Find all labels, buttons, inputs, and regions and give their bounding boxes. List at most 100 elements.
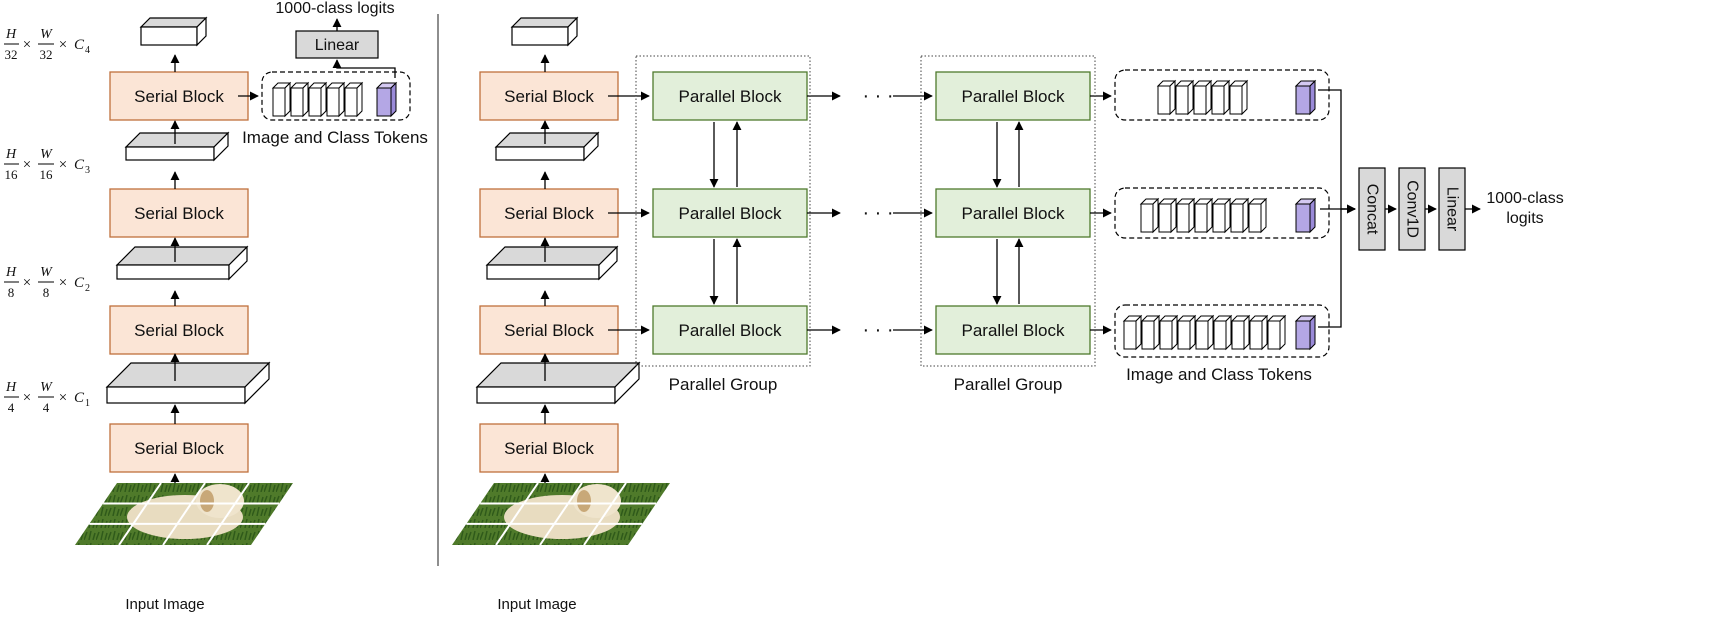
right-token-group-top-image-token-front xyxy=(1193,85,1207,115)
right-token-group-mid-image-token-side xyxy=(1242,197,1249,234)
left-token-group-image-token-front xyxy=(308,87,322,117)
left-serial-block-2 xyxy=(109,305,249,355)
parallel-block-g2-mid-label: Parallel Block xyxy=(962,204,1065,223)
parallel-group-1-label: Parallel Group xyxy=(669,375,778,394)
right-token-group-mid-image-token-front xyxy=(1194,203,1208,233)
right-token-group-mid-image-token-side xyxy=(1152,197,1159,234)
left-feature-map-1-side xyxy=(244,361,270,405)
left-serial-block-1-label: Serial Block xyxy=(134,439,224,458)
right-token-group-top-image-token-front xyxy=(1175,85,1189,115)
parallel-block-g1-top-label: Parallel Block xyxy=(679,87,782,106)
right-token-group-bot-image-token-side xyxy=(1189,314,1196,351)
left-token-group-image-token-front xyxy=(272,87,286,117)
right-input-image-dog-ear xyxy=(577,490,591,512)
right-token-group-top-image-token-side xyxy=(1205,79,1212,116)
right-token-group-mid-image-token-front xyxy=(1158,203,1172,233)
left-linear-box xyxy=(295,30,379,59)
parallel-group-2-box xyxy=(920,55,1096,367)
arrow-top-class-to-concat xyxy=(1318,89,1356,214)
right-feature-map-4-side xyxy=(567,16,578,47)
dim-w-num: W xyxy=(40,147,53,162)
left-input-image-label: Input Image xyxy=(125,596,204,613)
linear-head-box xyxy=(1438,167,1466,251)
dim-w-den: 8 xyxy=(43,285,50,300)
right-serial-block-1-label: Serial Block xyxy=(504,439,594,458)
dim-h-num: H xyxy=(5,380,17,395)
parallel-block-g1-bot xyxy=(652,305,808,355)
parallel-block-g2-top xyxy=(935,71,1091,121)
dim-times-2: × xyxy=(59,390,67,406)
parallel-block-g1-bot-label: Parallel Block xyxy=(679,321,782,340)
dim-times-1: × xyxy=(23,390,31,406)
right-token-group-bot-image-token-side xyxy=(1261,314,1268,351)
left-serial-block-4-label: Serial Block xyxy=(134,87,224,106)
right-feature-map-3-side xyxy=(583,131,599,162)
right-token-group-top-image-token-front xyxy=(1211,85,1225,115)
conv1d-label: Conv1D xyxy=(1404,180,1421,238)
right-token-group-bot-image-token-side xyxy=(1171,314,1178,351)
right-token-group-bot-box xyxy=(1114,304,1330,358)
right-token-group-bot-image-token-side xyxy=(1207,314,1214,351)
right-feature-map-1-front xyxy=(476,386,616,404)
right-input-image-grid-v xyxy=(539,482,583,546)
right-serial-block-3-label: Serial Block xyxy=(504,204,594,223)
linear-head-label: Linear xyxy=(1444,187,1461,232)
dim-h-den: 16 xyxy=(5,167,19,182)
left-token-group-box xyxy=(261,71,411,121)
left-token-group-class-token-front xyxy=(376,87,392,117)
right-token-group-mid-image-token-side xyxy=(1170,197,1177,234)
dim-times-2: × xyxy=(59,37,67,53)
left-token-group-image-token-front xyxy=(326,87,340,117)
right-feature-map-4-top xyxy=(510,17,579,28)
parallel-block-g1-top xyxy=(652,71,808,121)
right-token-group-bot-class-token-front xyxy=(1295,320,1311,350)
right-token-group-bot-image-token-front xyxy=(1249,320,1263,350)
parallel-block-g2-bot-label: Parallel Block xyxy=(962,321,1065,340)
left-input-image-dog-ear xyxy=(200,490,214,512)
left-token-group-image-token-side xyxy=(320,81,327,118)
parallel-block-g2-top-label: Parallel Block xyxy=(962,87,1065,106)
right-token-group-bot-image-token-front xyxy=(1231,320,1245,350)
right-token-group-mid-image-token-front xyxy=(1212,203,1226,233)
left-token-group-image-token-side xyxy=(338,81,345,118)
right-token-group-bot-image-token-side xyxy=(1135,314,1142,351)
left-serial-block-3-label: Serial Block xyxy=(134,204,224,223)
dim-c: C xyxy=(74,157,85,173)
dim-times-1: × xyxy=(23,37,31,53)
right-feature-map-2-side xyxy=(598,245,618,281)
right-token-group-mid-image-token-front xyxy=(1230,203,1244,233)
right-token-group-mid-image-token-front xyxy=(1140,203,1154,233)
dim-c-sub: 2 xyxy=(85,283,90,294)
parallel-group-1-box xyxy=(635,55,811,367)
right-feature-map-3-top xyxy=(494,132,600,148)
right-serial-block-2-label: Serial Block xyxy=(504,321,594,340)
right-input-image-label: Input Image xyxy=(497,596,576,613)
dim-w-num: W xyxy=(40,27,53,42)
dim-c-sub: 4 xyxy=(85,45,90,56)
right-token-group-mid-image-token-side xyxy=(1260,197,1267,234)
right-token-group-top-box xyxy=(1114,69,1330,121)
right-token-group-mid-class-token-front xyxy=(1295,203,1311,233)
dim-c: C xyxy=(74,275,85,291)
right-token-group-mid-box xyxy=(1114,187,1330,239)
right-input-image xyxy=(452,482,670,546)
left-token-group-image-token-side xyxy=(302,81,309,118)
left-input-image-grid-v xyxy=(118,482,162,546)
right-token-group-bot-image-token-front xyxy=(1141,320,1155,350)
right-token-group-top-image-token-side xyxy=(1169,79,1176,116)
right-input-image-grid-v xyxy=(495,482,539,546)
right-token-group-bot-image-token-front xyxy=(1159,320,1173,350)
parallel-block-g2-bot xyxy=(935,305,1091,355)
parallel-group-2-label: Parallel Group xyxy=(954,375,1063,394)
left-serial-block-1 xyxy=(109,423,249,473)
right-feature-map-2-top xyxy=(485,246,619,266)
left-feature-map-3-side xyxy=(213,131,229,162)
left-feature-map-4-top xyxy=(139,17,208,28)
right-token-group-mid-image-token-side xyxy=(1224,197,1231,234)
right-token-group-top-image-token-front xyxy=(1229,85,1243,115)
ellipsis-top: · · · xyxy=(862,85,893,107)
dim-c-sub: 1 xyxy=(85,398,90,409)
right-token-group-top-class-token-front xyxy=(1295,85,1311,115)
dim-times-2: × xyxy=(59,157,67,173)
left-feature-map-1-top xyxy=(105,362,271,388)
